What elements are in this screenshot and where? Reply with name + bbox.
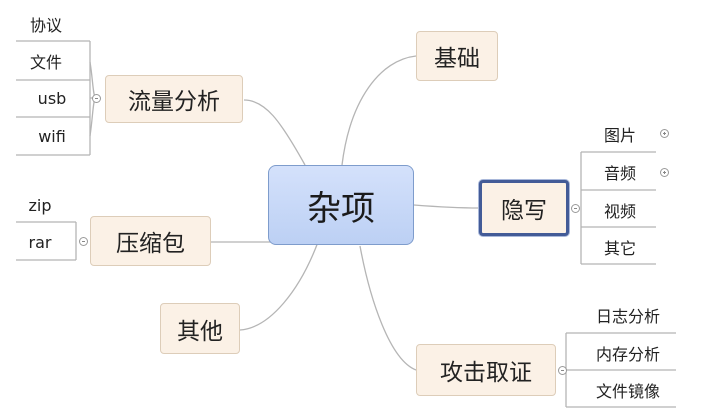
leaf-video[interactable]: 视频 [603, 202, 636, 221]
link-other [239, 241, 319, 331]
leaf-usb[interactable]: usb [37, 88, 67, 108]
link-traffic [243, 99, 306, 166]
leaf-wifi[interactable]: wifi [38, 126, 66, 146]
leaf-image[interactable]: 图片 [603, 126, 636, 145]
branch-compressed[interactable]: 压缩包 [90, 216, 211, 266]
leaf-log-analysis[interactable]: 日志分析 [595, 307, 660, 326]
branch-traffic-analysis[interactable]: 流量分析 [105, 75, 243, 123]
leaf-memory-analysis[interactable]: 内存分析 [595, 345, 660, 364]
branch-steganography[interactable]: 隐写 [479, 180, 569, 236]
collapse-forensics-icon[interactable] [558, 366, 567, 375]
leaf-protocol[interactable]: 协议 [29, 16, 62, 35]
branch-basics[interactable]: 基础 [416, 31, 498, 81]
leaf-other-stego[interactable]: 其它 [603, 239, 636, 258]
link-stego [413, 204, 480, 209]
link-forensics [359, 245, 417, 371]
branch-other[interactable]: 其他 [160, 303, 240, 354]
link-basics [341, 55, 417, 166]
leaf-file[interactable]: 文件 [29, 53, 62, 72]
branch-forensics[interactable]: 攻击取证 [416, 344, 556, 396]
leaf-audio[interactable]: 音频 [603, 164, 636, 183]
collapse-compressed-icon[interactable] [79, 237, 88, 246]
expand-audio-icon[interactable] [660, 168, 669, 177]
leaf-rar[interactable]: rar [28, 232, 52, 252]
collapse-traffic-icon[interactable] [92, 94, 101, 103]
leaf-file-image[interactable]: 文件镜像 [595, 382, 660, 401]
leaf-zip[interactable]: zip [28, 195, 52, 215]
expand-image-icon[interactable] [660, 129, 669, 138]
collapse-stego-icon[interactable] [571, 204, 580, 213]
center-topic[interactable]: 杂项 [268, 165, 414, 245]
